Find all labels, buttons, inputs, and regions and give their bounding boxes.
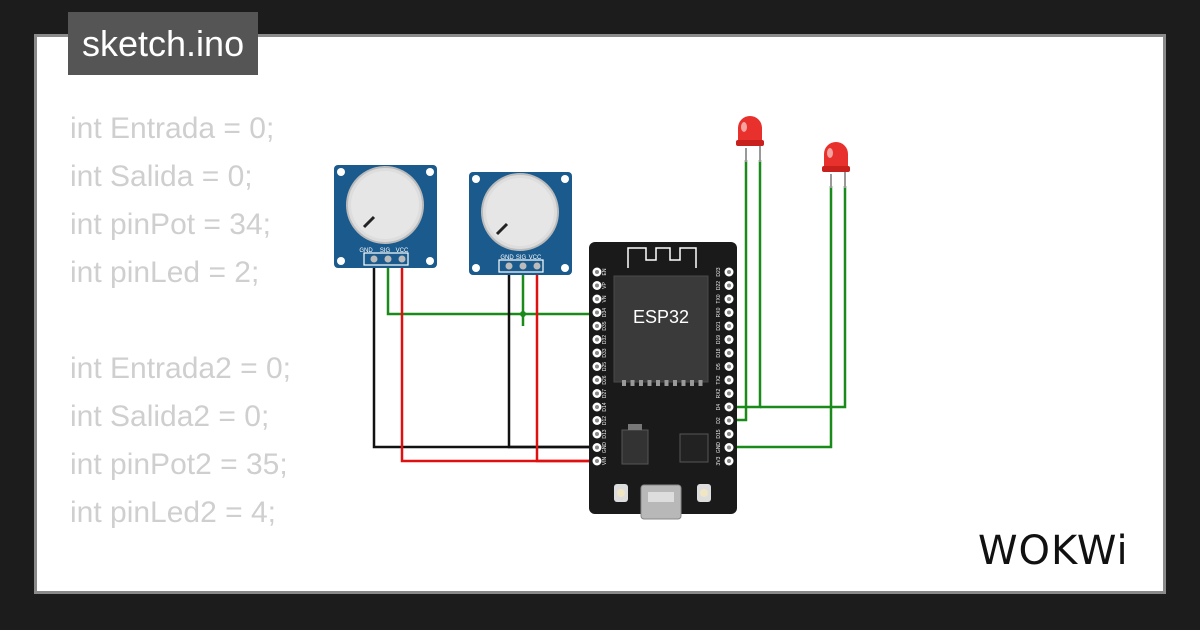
- pin-label: RX2: [716, 388, 722, 398]
- pin-label: D14: [602, 402, 608, 411]
- pin-label: D13: [602, 429, 608, 438]
- pin-label: D25: [602, 362, 608, 371]
- esp32-chip-label: ESP32: [633, 307, 689, 327]
- code-line: int Salida = 0;: [70, 160, 253, 193]
- wire-pot2-vcc: [535, 268, 601, 463]
- pin-label: TX0: [716, 294, 722, 303]
- voltage-regulator: [621, 429, 649, 465]
- esp32-board[interactable]: ESP32 ENVPVND34D35D32D33D25D26D27D14D12D…: [589, 242, 737, 520]
- pin-label: D35: [602, 321, 608, 330]
- pin-label: 3V3: [716, 456, 722, 465]
- pin-label: D12: [602, 416, 608, 425]
- pin-label: D34: [602, 308, 608, 317]
- wire-pot2-gnd: [507, 268, 601, 449]
- pot1-label-vcc: VCC: [396, 248, 409, 254]
- wire-led2-anode: [760, 186, 847, 409]
- pin-label: D23: [716, 267, 722, 276]
- led-2[interactable]: [822, 142, 850, 188]
- pot1-knob-indicator: [362, 215, 376, 229]
- pot1-label-gnd: GND: [359, 248, 373, 254]
- led-1[interactable]: [736, 116, 764, 162]
- pin-label: D21: [716, 321, 722, 330]
- pin-label: D32: [602, 335, 608, 344]
- code-line: int pinLed2 = 4;: [70, 496, 277, 529]
- pot2-label-gnd: GND: [500, 255, 514, 261]
- pin-label: D33: [602, 348, 608, 357]
- code-preview: int Entrada = 0; int Salida = 0; int pinPo…: [70, 105, 437, 591]
- pin-label: D19: [716, 335, 722, 344]
- code-line: int pinPot2 = 35;: [70, 448, 288, 481]
- code-line: int Entrada2 = 0;: [70, 352, 291, 385]
- code-line: int pinPot = 34;: [70, 208, 271, 241]
- pin-label: D18: [716, 348, 722, 357]
- pot2-label-vcc: VCC: [529, 255, 542, 261]
- usb-chip: [679, 433, 709, 463]
- code-line: int pinLed = 2;: [70, 256, 260, 289]
- pin-label: GND: [716, 442, 722, 454]
- wokwi-logo: WOKWi: [978, 528, 1129, 574]
- pin-label: VP: [602, 282, 608, 289]
- pin-label: D4: [716, 404, 722, 411]
- pin-label: TX2: [716, 375, 722, 384]
- pin-label: D27: [602, 389, 608, 398]
- chip-pads: [622, 380, 703, 386]
- pin-label: D26: [602, 375, 608, 384]
- pin-label: D22: [716, 281, 722, 290]
- pin-label: D5: [716, 363, 722, 370]
- wire-led2-cathode: [730, 186, 833, 449]
- pin-label: D15: [716, 429, 722, 438]
- wire-pot1-gnd: [372, 258, 601, 449]
- pin-label: GND: [602, 442, 608, 454]
- pin-label: D2: [716, 417, 722, 424]
- code-line: int Salida2 = 0;: [70, 400, 270, 433]
- code-line: int Entrada = 0;: [70, 112, 275, 145]
- pin-label: RX0: [716, 307, 722, 317]
- pin-label: VN: [602, 295, 608, 302]
- wires: [372, 160, 847, 463]
- file-name-tab[interactable]: sketch.ino: [68, 12, 259, 75]
- pot2-label-sig: SIG: [516, 255, 527, 261]
- wire-pot1-sig: [386, 258, 601, 316]
- potentiometer-2[interactable]: GND SIG VCC: [469, 172, 572, 275]
- esp32-chip: [613, 275, 709, 383]
- potentiometer-1[interactable]: GND SIG VCC: [334, 165, 437, 268]
- pin-label: VIN: [602, 456, 608, 465]
- pot2-knob-indicator: [495, 222, 509, 236]
- pot1-label-sig: SIG: [380, 248, 391, 254]
- pin-label: EN: [602, 268, 608, 275]
